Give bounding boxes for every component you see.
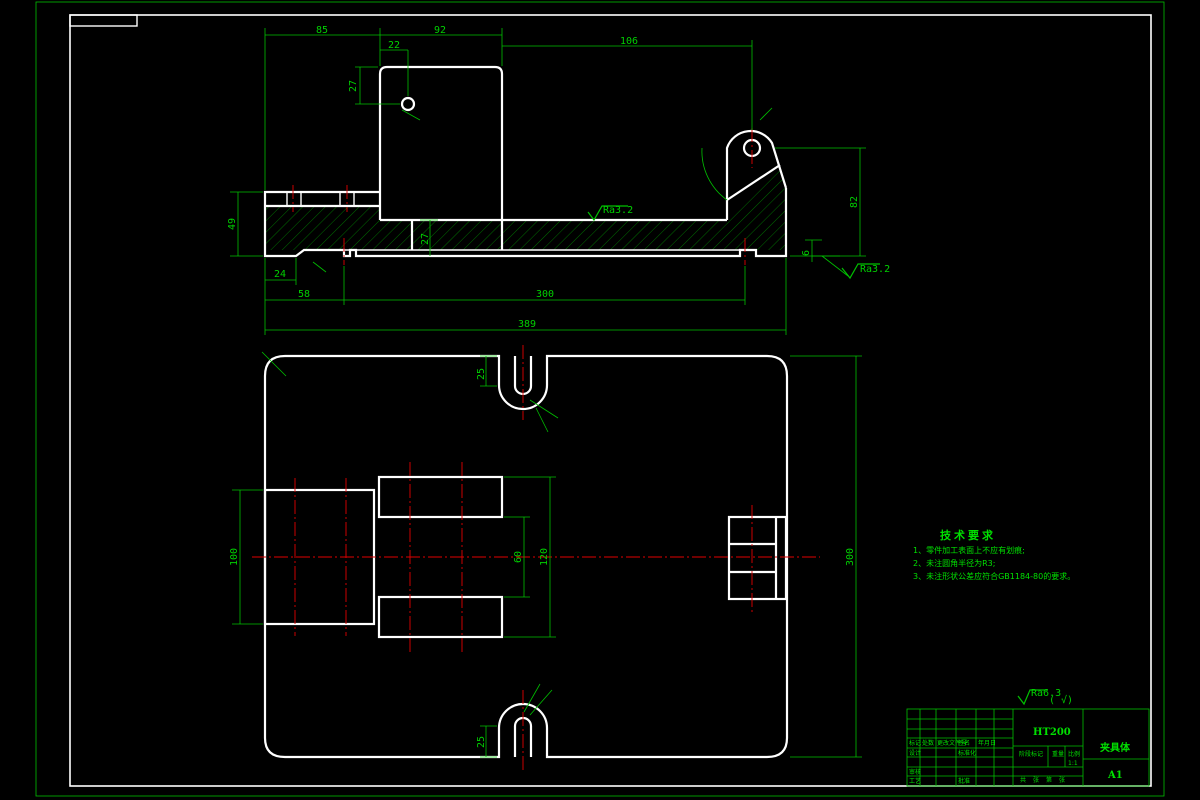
svg-text:处数: 处数 [922, 739, 934, 747]
corner-tag-box [69, 14, 138, 27]
svg-text:年月日: 年月日 [978, 739, 996, 747]
dim-106: 106 [620, 36, 638, 47]
dim-27-mid: 27 [420, 233, 431, 245]
svg-text:签名: 签名 [958, 739, 970, 747]
dim-58: 58 [298, 289, 310, 300]
dim-25-bottom: 25 [476, 736, 487, 748]
top-view: 25 25 100 60 120 300 [229, 345, 862, 770]
dim-82: 82 [849, 196, 860, 208]
svg-text:更改文件号: 更改文件号 [937, 739, 967, 747]
svg-text:张: 张 [1033, 776, 1039, 784]
right-lug-rib [726, 164, 781, 201]
material-label: HT200 [1033, 727, 1071, 738]
dim-6: 6 [801, 250, 812, 256]
svg-text:第: 第 [1046, 776, 1052, 784]
svg-text:设计: 设计 [909, 749, 921, 757]
svg-text:工艺: 工艺 [909, 777, 921, 785]
svg-text:标记: 标记 [909, 739, 921, 747]
svg-text:重量: 重量 [1052, 750, 1064, 758]
technical-requirements: 技术要求 1、零件加工表面上不应有划痕; 2、未注圆角半径为R3; 3、未注形状… [913, 528, 1075, 581]
dim-120: 120 [539, 548, 550, 566]
left-slot-1 [286, 191, 302, 207]
title-block: 标记 处数 更改文件号 签名 年月日 设计 标准化 审核 工艺 批准 阶段标记 … [906, 708, 1150, 787]
sheet-size-label: A1 [1107, 770, 1123, 781]
svg-text:阶段标记: 阶段标记 [1019, 750, 1043, 758]
roughness-symbol-b [841, 263, 880, 280]
svg-text:批准: 批准 [958, 777, 970, 785]
roughness-symbol-a [587, 205, 628, 222]
dim-300-front: 300 [536, 289, 554, 300]
front-dimension-lines [230, 28, 866, 335]
column-hole [400, 96, 416, 112]
dim-60: 60 [513, 551, 524, 563]
upper-block [377, 475, 504, 519]
plate-outline [263, 354, 789, 759]
svg-text:1:1: 1:1 [1068, 760, 1078, 767]
base-section-hatched [265, 165, 786, 250]
dim-389: 389 [518, 319, 536, 330]
right-lug-outline [725, 129, 788, 220]
dim-300-top: 300 [845, 548, 856, 566]
tech-req-title: 技术要求 [940, 528, 996, 542]
roughness-rest-mark: ( √) [1049, 694, 1073, 706]
dim-49: 49 [227, 218, 238, 230]
roughness-a-label: Ra3.2 [603, 205, 633, 216]
roughness-b-leader [821, 255, 849, 277]
left-lug-block [263, 190, 380, 206]
dim-25-top: 25 [476, 368, 487, 380]
lower-block [377, 595, 504, 639]
svg-text:共: 共 [1020, 776, 1026, 784]
svg-text:张: 张 [1059, 776, 1065, 784]
svg-text:审核: 审核 [909, 768, 921, 776]
dim-85: 85 [316, 25, 328, 36]
svg-text:比例: 比例 [1068, 750, 1080, 758]
inner-sheet-border [69, 14, 1152, 787]
tech-req-item-2: 2、未注圆角半径为R3; [913, 558, 995, 568]
dim-100: 100 [229, 548, 240, 566]
dim-27-top: 27 [348, 80, 359, 92]
outer-sheet-border [35, 1, 1165, 797]
roughness-b-label: Ra3.2 [860, 264, 890, 275]
svg-text:标准化: 标准化 [958, 749, 976, 757]
front-view: Ra3.2 Ra3.2 85 92 22 106 27 49 27 24 58 … [227, 25, 890, 335]
title-block-labels: 标记 处数 更改文件号 签名 年月日 设计 标准化 审核 工艺 批准 阶段标记 … [909, 739, 1080, 785]
dim-22: 22 [388, 40, 400, 51]
tech-req-item-1: 1、零件加工表面上不应有划痕; [913, 545, 1025, 555]
dim-24: 24 [274, 269, 286, 280]
global-roughness-note: Ra6.3 ( √) [1017, 688, 1073, 706]
tech-req-item-3: 3、未注形状公差应符合GB1184-80的要求。 [913, 571, 1075, 581]
global-roughness-label: Ra6.3 [1031, 688, 1061, 699]
dim-92: 92 [434, 25, 446, 36]
right-lug-block [727, 515, 788, 601]
top-dimension-lines [232, 351, 862, 758]
column-outline [378, 65, 504, 250]
part-name-label: 夹具体 [1100, 741, 1131, 754]
